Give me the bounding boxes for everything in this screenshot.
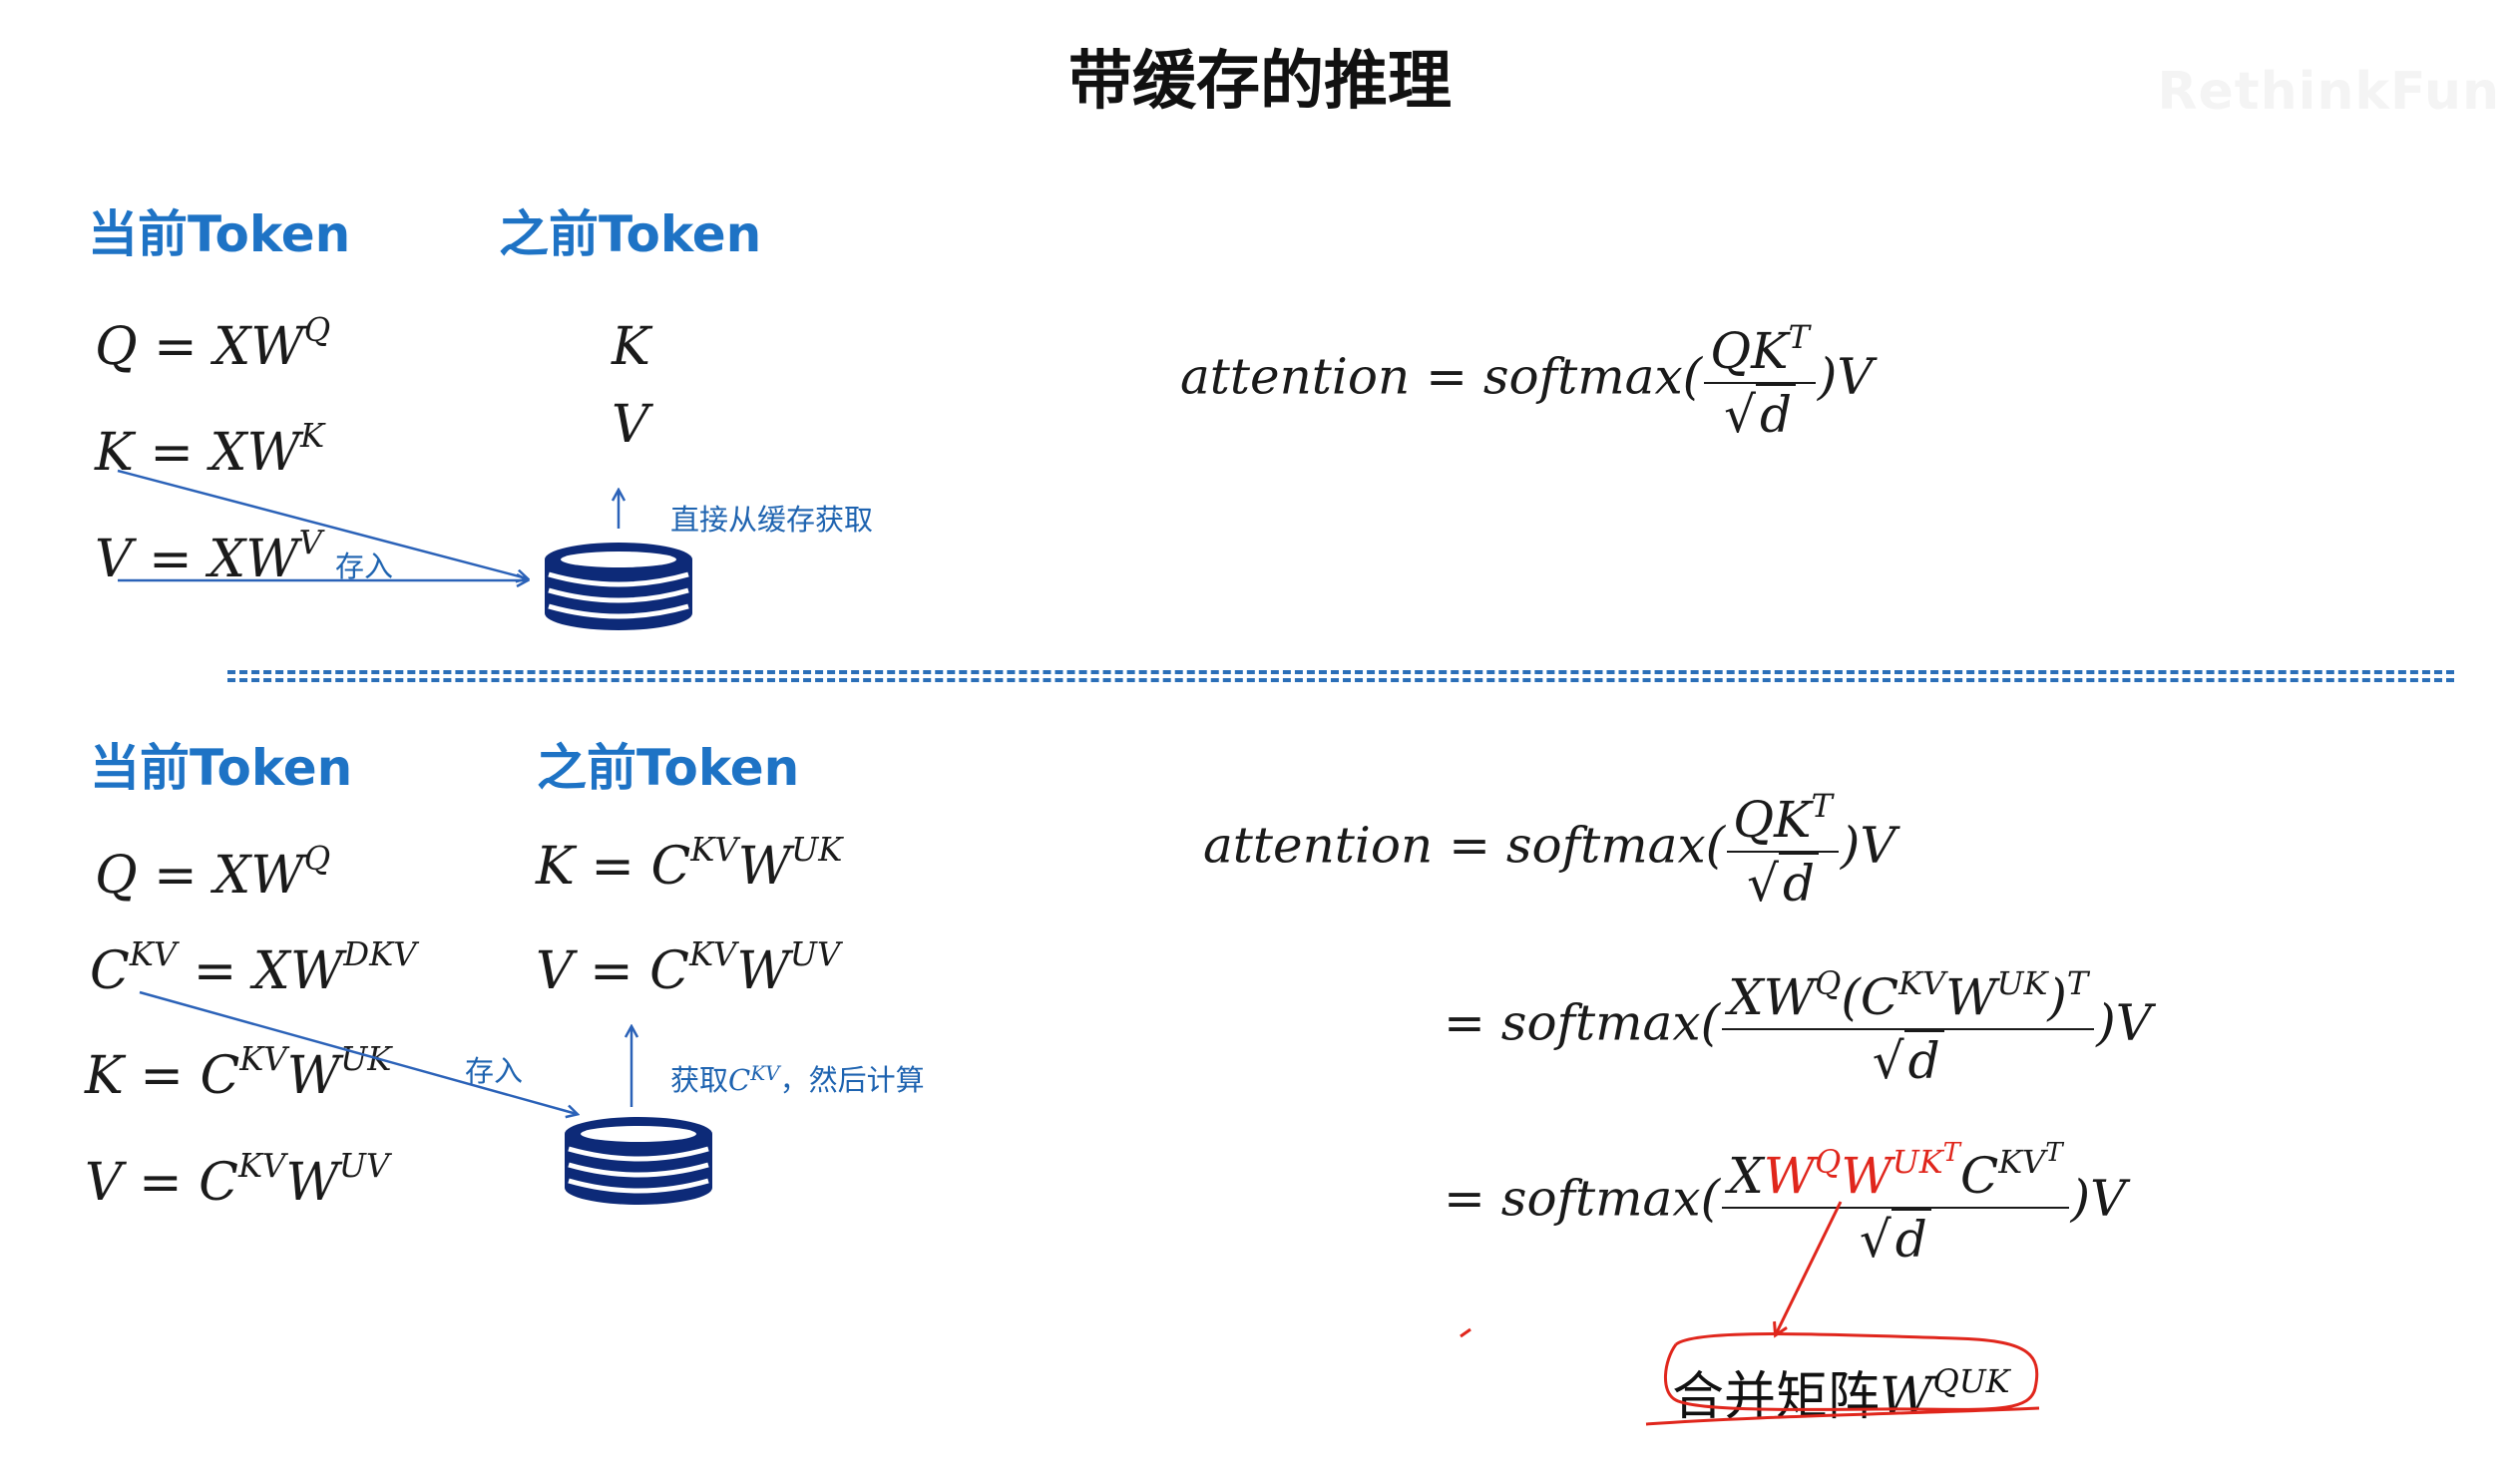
current-token-heading-2: 当前Token <box>90 739 353 797</box>
wq-highlight: WQWUKT <box>1763 1138 1960 1205</box>
attention-formula-section1: attention = softmax(QKT√d)V <box>1180 318 1874 444</box>
attention-expansion-step3: = softmax(XWQWUKTCKVT√d)V <box>1444 1138 2127 1269</box>
fetch-label-section1: 直接从缓存获取 <box>670 503 874 537</box>
store-arrow-ckv <box>139 990 577 1114</box>
merge-arrow <box>1776 1201 1843 1334</box>
merge-circle <box>1645 1332 2040 1426</box>
section-divider <box>227 670 2454 682</box>
eq-v-section1: V = XWV <box>95 523 322 589</box>
eq-k-section2: K = CKVWUK <box>85 1039 392 1106</box>
prev-v-formula: V = CKVWUV <box>536 934 841 1001</box>
database-icon-2 <box>565 1117 712 1205</box>
watermark: RethinkFun <box>2157 62 2500 122</box>
fetch-label-section2: 获取CKV，然后计算 <box>670 1061 925 1097</box>
eq-ckv: CKV = XWDKV <box>90 934 417 1001</box>
cached-k-var: K <box>612 317 650 377</box>
store-arrow-k <box>117 469 527 578</box>
eq-k-section1: K = XWK <box>95 416 325 483</box>
eq-v-section2: V = CKVWUV <box>85 1146 390 1213</box>
attention-expansion-step2: = softmax(XWQ(CKVWUK)T√d)V <box>1444 964 2152 1090</box>
eq-q-section1: Q = XWQ <box>95 310 331 377</box>
attention-formula-section2: attention = softmax(QKT√d)V <box>1203 787 1896 913</box>
eq-q-section2: Q = XWQ <box>95 839 331 906</box>
previous-token-heading-2: 之前Token <box>537 739 800 797</box>
prev-k-formula: K = CKVWUK <box>536 830 843 897</box>
pen-mark <box>1460 1327 1471 1338</box>
page-title: 带缓存的推理 <box>1068 45 1452 119</box>
current-token-heading: 当前Token <box>88 205 351 263</box>
store-label-section1: 存入 <box>335 550 394 583</box>
cached-v-var: V <box>612 395 649 455</box>
database-icon <box>545 543 692 630</box>
previous-token-heading: 之前Token <box>499 205 762 263</box>
store-label-section2: 存入 <box>465 1054 524 1088</box>
